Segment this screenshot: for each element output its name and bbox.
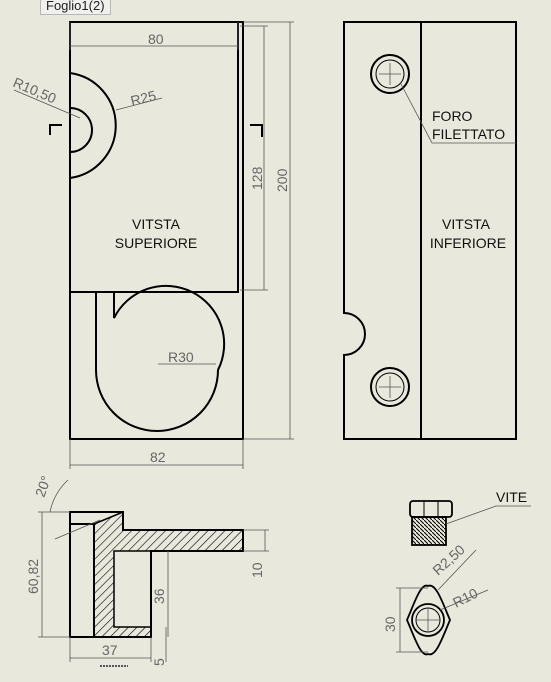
r30-slot [95, 284, 226, 432]
callout-vite: VITE [496, 489, 527, 505]
bottom-view-outline [343, 21, 517, 440]
threaded-hole-1 [370, 54, 410, 94]
section-hatch [93, 510, 244, 638]
dim-37: 37 [102, 642, 118, 658]
section-mark-right [250, 124, 263, 137]
dim-r30: R30 [168, 349, 194, 365]
dim-128: 128 [249, 166, 265, 190]
bottom-view [343, 21, 517, 440]
dim-10: 10 [249, 562, 265, 578]
top-view-label-1: VITSTA [132, 216, 181, 232]
large-arc [69, 72, 117, 179]
section-dimensions: 20° 60,82 36 10 5 37 [25, 474, 269, 667]
section-view [69, 510, 244, 638]
screw-view [409, 500, 531, 546]
dim-82: 82 [150, 449, 166, 465]
knob-view [396, 549, 489, 656]
dim-36: 36 [151, 588, 167, 604]
dim-80: 80 [148, 31, 164, 47]
dim-r25: R25 [129, 87, 158, 109]
callout-foro: FORO [432, 108, 473, 124]
section-mark-left [49, 124, 62, 135]
knob-outline [406, 584, 451, 656]
bottom-view-label-2: INFERIORE [430, 235, 506, 251]
screw-thread [411, 516, 447, 546]
dim-60-82: 60,82 [25, 559, 41, 594]
small-arc [69, 107, 93, 153]
bottom-view-label-1: VITSTA [442, 216, 491, 232]
top-view [49, 21, 263, 440]
dim-r2-50: R2,50 [429, 541, 468, 578]
screw-leader [445, 505, 531, 525]
sheet-tab[interactable]: Foglio1(2) [40, 0, 111, 15]
top-view-label-2: SUPERIORE [115, 235, 197, 251]
knob-hole [411, 603, 445, 637]
dim-5: 5 [151, 658, 167, 666]
dim-20deg: 20° [32, 474, 54, 499]
dim-r10: R10 [450, 585, 480, 611]
screw-head [409, 500, 453, 518]
top-view-outline [69, 21, 244, 440]
top-view-step-line [70, 22, 239, 293]
hole-callout-leader [400, 83, 516, 144]
dim-200: 200 [274, 168, 290, 192]
threaded-hole-2 [370, 367, 410, 407]
dim-r10-50: R10,50 [11, 74, 59, 106]
callout-filettato: FILETTATO [432, 126, 505, 142]
dim-30: 30 [382, 616, 398, 632]
